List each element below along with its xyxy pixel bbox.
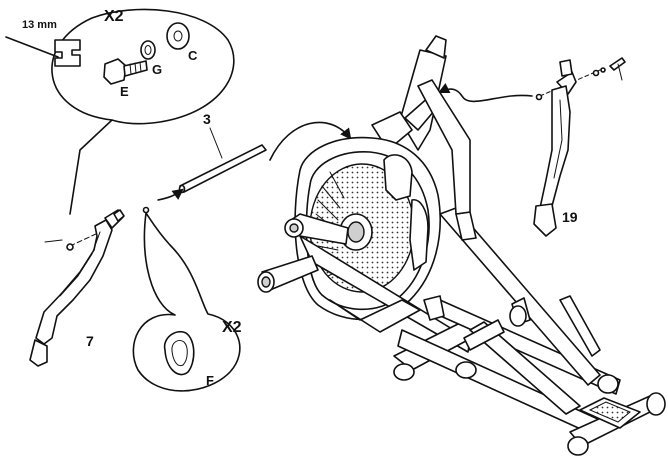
elliptical-machine xyxy=(258,36,665,455)
tool-size-label: 13 mm xyxy=(22,19,57,31)
washer-label: C xyxy=(188,48,198,63)
lock-washer-icon xyxy=(141,41,155,59)
lock-washer-label: G xyxy=(152,62,162,77)
bushing-small xyxy=(144,208,149,213)
right-arm-label: 19 xyxy=(562,209,578,225)
left-arm-label: 7 xyxy=(86,333,94,349)
bolt-icon xyxy=(104,59,147,84)
wrench-icon xyxy=(6,37,80,66)
left-arm-part xyxy=(30,210,124,366)
axle-insert-arrow xyxy=(158,190,182,200)
right-arm-install-arrow xyxy=(440,89,532,101)
washer-icon xyxy=(167,23,189,49)
axle-part xyxy=(180,145,267,193)
bolt-label: E xyxy=(120,84,129,99)
bushing-callout: X2 F xyxy=(133,213,241,391)
bushing-label: F xyxy=(206,373,214,388)
bushing-qty-label: X2 xyxy=(222,319,242,336)
bushing-icon xyxy=(165,332,194,375)
axle-leader-line xyxy=(210,128,222,158)
hardware-qty-label: X2 xyxy=(104,8,124,25)
right-arm-part xyxy=(534,58,625,236)
axle-label: 3 xyxy=(203,111,211,127)
